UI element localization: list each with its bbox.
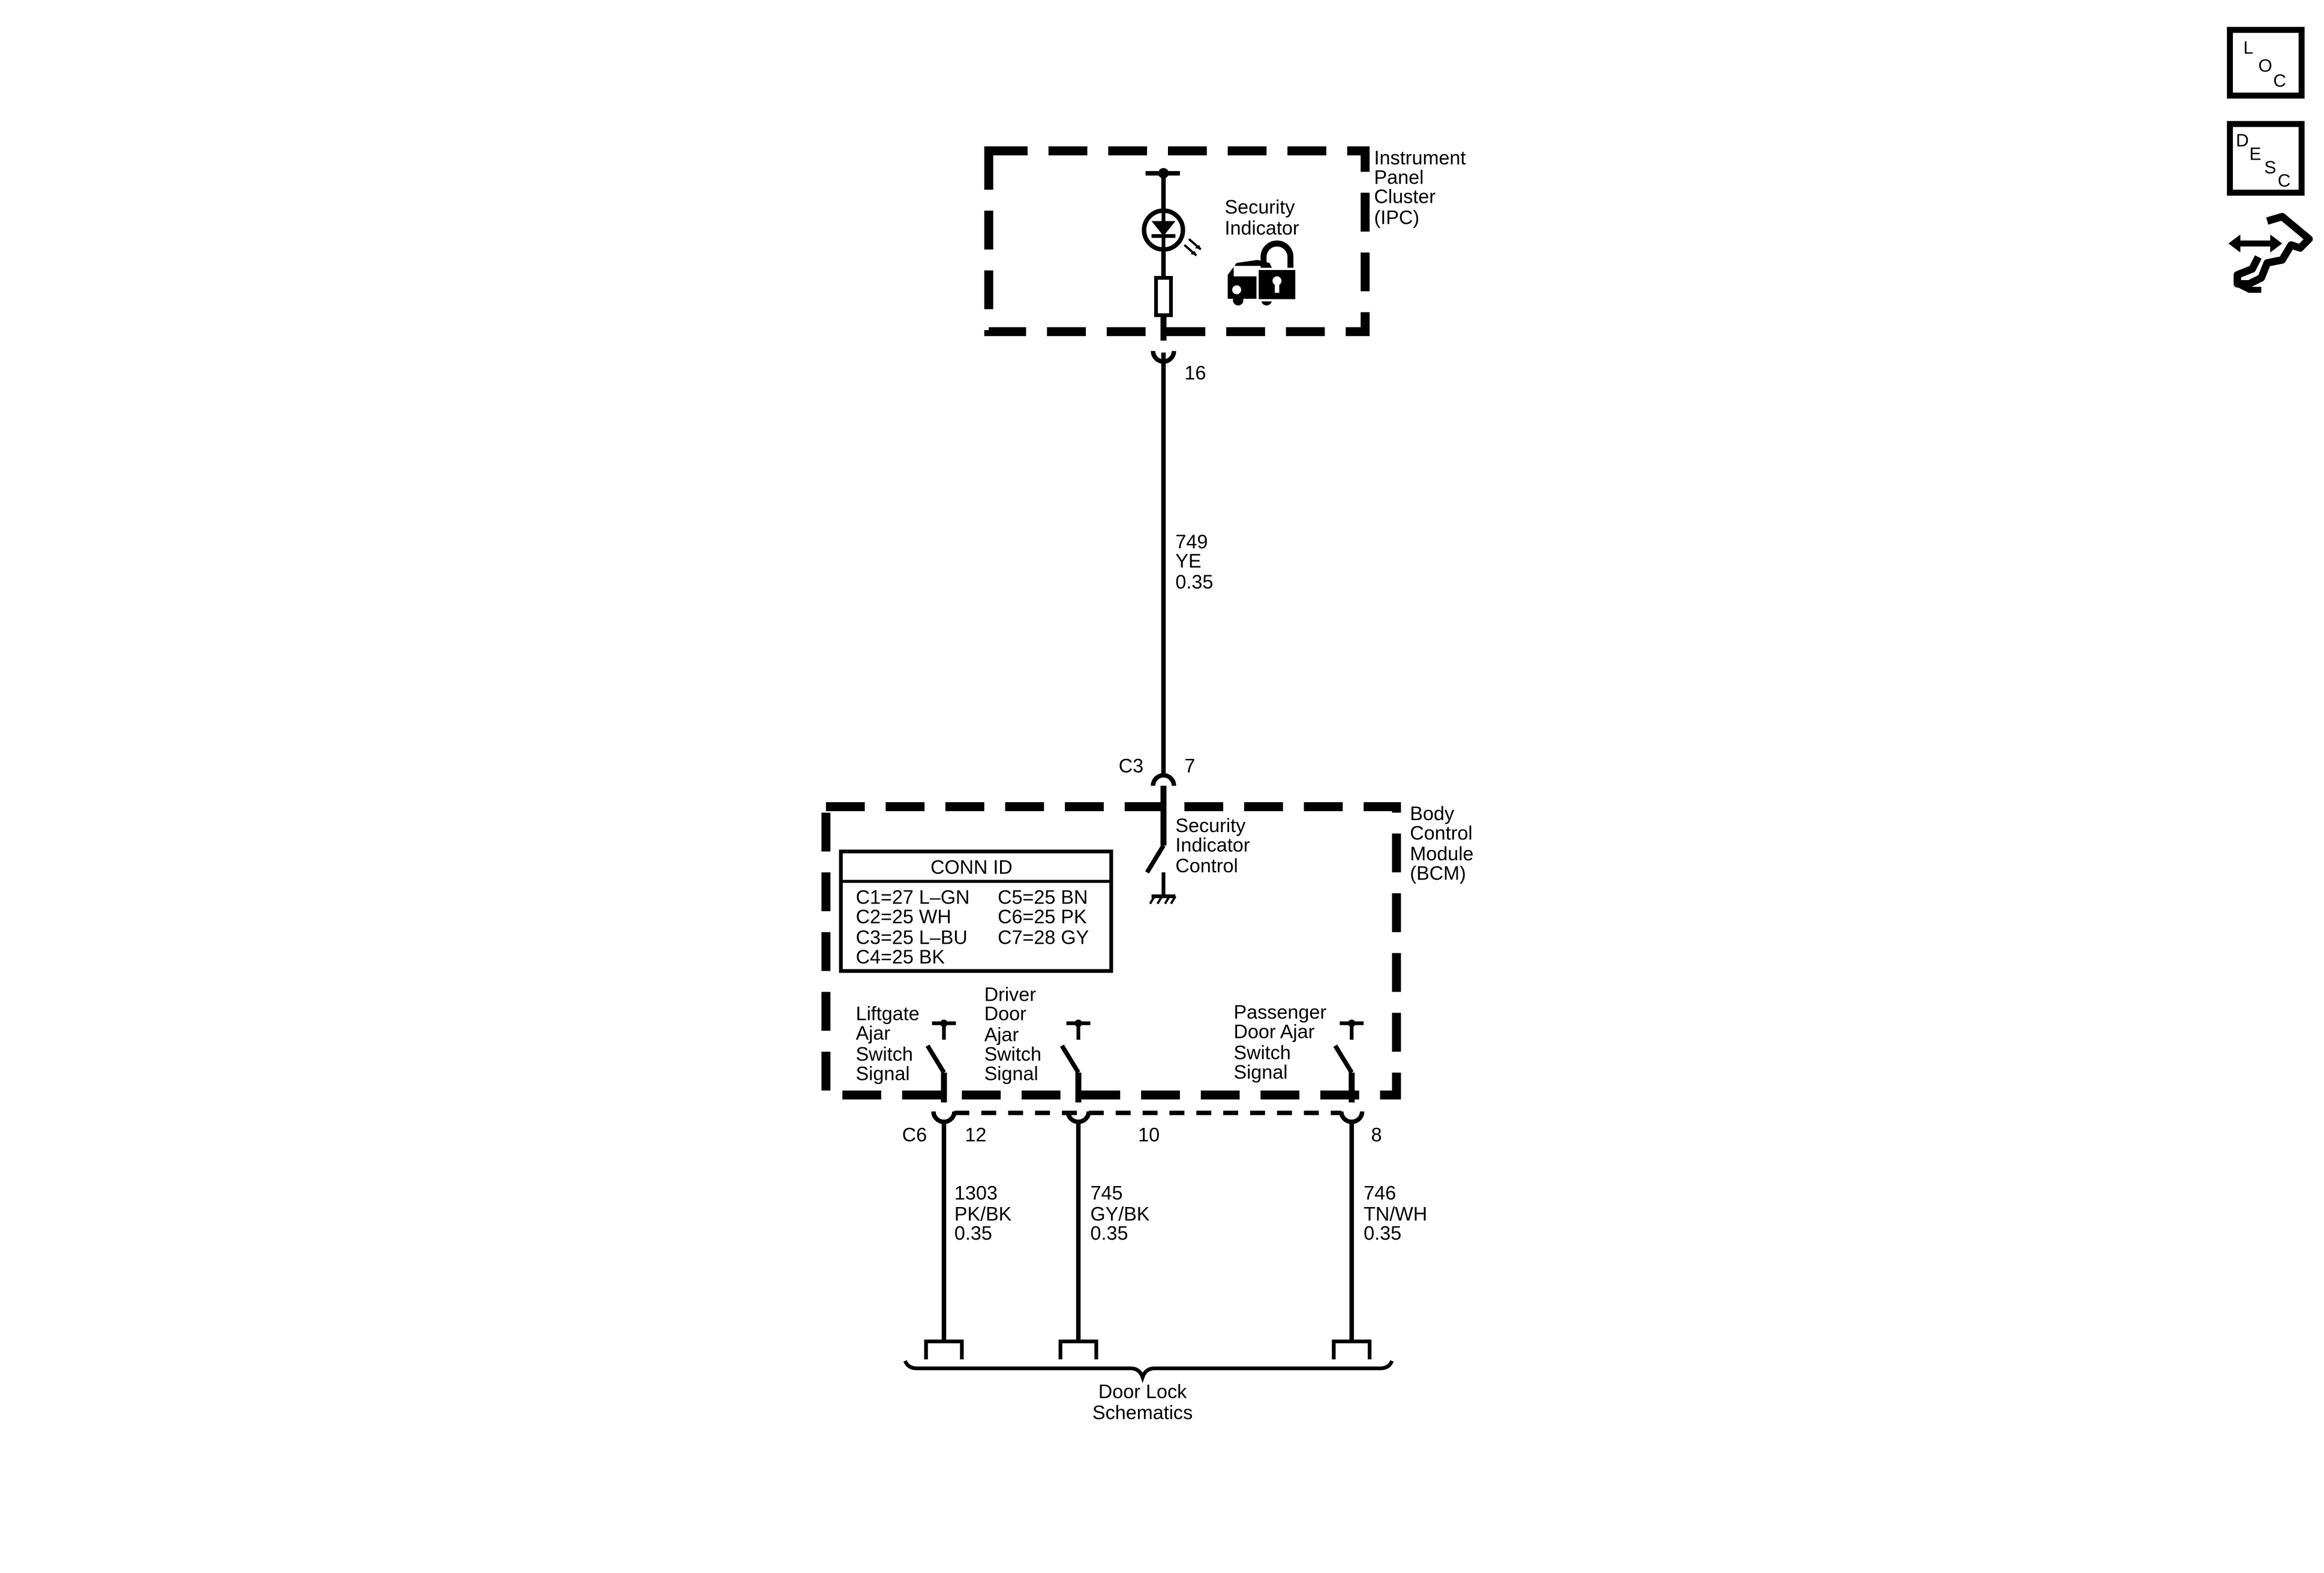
wire-745-label: 745 GY/BK 0.35: [1090, 1182, 1149, 1244]
svg-text:L: L: [2244, 38, 2254, 58]
svg-text:(BCM): (BCM): [1410, 863, 1466, 884]
svg-text:C3=25 L–BU: C3=25 L–BU: [856, 927, 968, 948]
svg-text:Signal: Signal: [984, 1062, 1038, 1084]
svg-text:PK/BK: PK/BK: [954, 1203, 1012, 1224]
svg-text:0.35: 0.35: [1175, 571, 1213, 593]
svg-text:C7=28 GY: C7=28 GY: [998, 927, 1089, 948]
conn-id-title: CONN ID: [930, 857, 1013, 878]
svg-text:D: D: [2236, 131, 2249, 151]
svg-text:C: C: [2273, 71, 2286, 91]
bcm-module-boundary: [821, 802, 1401, 1100]
svg-text:746: 746: [1364, 1182, 1396, 1203]
svg-text:C4=25 BK: C4=25 BK: [856, 946, 945, 968]
desc-icon[interactable]: D E S C: [2227, 121, 2305, 196]
bcm-c3-label: C3: [1119, 755, 1143, 776]
loc-icon[interactable]: L O C: [2227, 26, 2305, 99]
svg-text:Instrument: Instrument: [1374, 147, 1466, 169]
svg-text:1303: 1303: [954, 1182, 998, 1203]
svg-text:Door Ajar: Door Ajar: [1234, 1021, 1315, 1043]
svg-text:TN/WH: TN/WH: [1364, 1203, 1427, 1224]
svg-text:GY/BK: GY/BK: [1090, 1203, 1149, 1224]
svg-text:O: O: [2258, 56, 2272, 76]
security-control-label: Security Indicator Control: [1175, 815, 1250, 876]
svg-text:Switch: Switch: [1234, 1041, 1291, 1063]
svg-text:Security: Security: [1175, 815, 1246, 836]
svg-text:Door Lock: Door Lock: [1098, 1381, 1187, 1403]
liftgate-switch-label: Liftgate Ajar Switch Signal: [856, 1003, 920, 1085]
svg-text:Control: Control: [1175, 855, 1238, 876]
svg-text:Signal: Signal: [856, 1062, 910, 1084]
bcm-module-label: Body Control Module (BCM): [1410, 803, 1473, 884]
svg-text:Ajar: Ajar: [856, 1022, 891, 1044]
conn-id-table: CONN ID C1=27 L–GN C2=25 WH C3=25 L–BU C…: [839, 849, 1113, 973]
svg-text:S: S: [2264, 158, 2276, 178]
ipc-module-label: Instrument Panel Cluster (IPC): [1374, 147, 1466, 229]
svg-text:Module: Module: [1410, 843, 1473, 864]
security-control-switch: [1145, 844, 1177, 905]
bcm-c6-label: C6: [902, 1124, 927, 1145]
door-lock-bracket: [903, 1360, 1394, 1383]
liftgate-ajar-switch: [925, 1019, 956, 1103]
wire-749-label: 749 YE 0.35: [1175, 531, 1213, 593]
ipc-indicator-label: Security Indicator: [1225, 196, 1299, 239]
svg-text:YE: YE: [1175, 550, 1201, 572]
svg-text:0.35: 0.35: [1090, 1223, 1128, 1244]
driver-door-ajar-switch: [1060, 1019, 1091, 1103]
svg-text:Passenger: Passenger: [1234, 1001, 1327, 1023]
wire-746-label: 746 TN/WH 0.35: [1364, 1182, 1427, 1244]
page-reference-terminals: [924, 1339, 1372, 1359]
resistor-symbol: [1154, 276, 1173, 317]
svg-text:0.35: 0.35: [954, 1223, 992, 1244]
passenger-door-ajar-switch: [1333, 1019, 1364, 1103]
svg-text:0.35: 0.35: [1364, 1223, 1401, 1244]
svg-text:C1=27 L–GN: C1=27 L–GN: [856, 886, 970, 908]
svg-text:Body: Body: [1410, 803, 1455, 824]
svg-text:C6=25 PK: C6=25 PK: [998, 906, 1087, 927]
led-indicator-symbol: [1142, 208, 1202, 257]
svg-text:Indicator: Indicator: [1225, 217, 1299, 239]
svg-text:C: C: [2278, 171, 2291, 191]
door-lock-schematics-link[interactable]: Door Lock Schematics: [1092, 1381, 1193, 1424]
passenger-door-switch-label: Passenger Door Ajar Switch Signal: [1234, 1001, 1327, 1083]
wire-1303-label: 1303 PK/BK 0.35: [954, 1182, 1012, 1244]
svg-text:Control: Control: [1410, 822, 1472, 843]
svg-text:(IPC): (IPC): [1374, 207, 1419, 229]
svg-text:Switch: Switch: [984, 1043, 1041, 1065]
svg-text:E: E: [2250, 144, 2262, 164]
svg-text:Signal: Signal: [1234, 1061, 1288, 1083]
svg-text:745: 745: [1090, 1182, 1122, 1203]
svg-text:Security: Security: [1225, 196, 1296, 218]
security-lock-car-icon: [1227, 240, 1298, 306]
pin-10-label: 10: [1138, 1124, 1160, 1145]
driver-door-switch-label: Driver Door Ajar Switch Signal: [984, 983, 1041, 1084]
connector-view-icon[interactable]: [2228, 212, 2313, 293]
svg-text:Schematics: Schematics: [1092, 1402, 1193, 1424]
svg-text:C5=25 BN: C5=25 BN: [998, 886, 1088, 908]
svg-text:749: 749: [1175, 531, 1208, 553]
svg-text:C2=25 WH: C2=25 WH: [856, 906, 951, 927]
pin-8-label: 8: [1371, 1124, 1382, 1145]
ipc-module-boundary: [984, 146, 1370, 337]
pin-12-label: 12: [965, 1124, 986, 1145]
svg-text:Liftgate: Liftgate: [856, 1003, 920, 1025]
bcm-c6-connector: [931, 1110, 1365, 1124]
ipc-pin-label: 16: [1184, 362, 1206, 383]
bcm-c3-pin-label: 7: [1184, 755, 1195, 776]
svg-text:Panel: Panel: [1374, 166, 1424, 188]
svg-text:Door: Door: [984, 1003, 1026, 1025]
bcm-c3-connector-pin: [1151, 773, 1176, 786]
svg-text:Indicator: Indicator: [1175, 834, 1250, 855]
svg-text:Switch: Switch: [856, 1043, 913, 1065]
svg-text:Driver: Driver: [984, 983, 1037, 1005]
svg-text:Ajar: Ajar: [984, 1024, 1019, 1046]
svg-text:Cluster: Cluster: [1374, 186, 1436, 208]
